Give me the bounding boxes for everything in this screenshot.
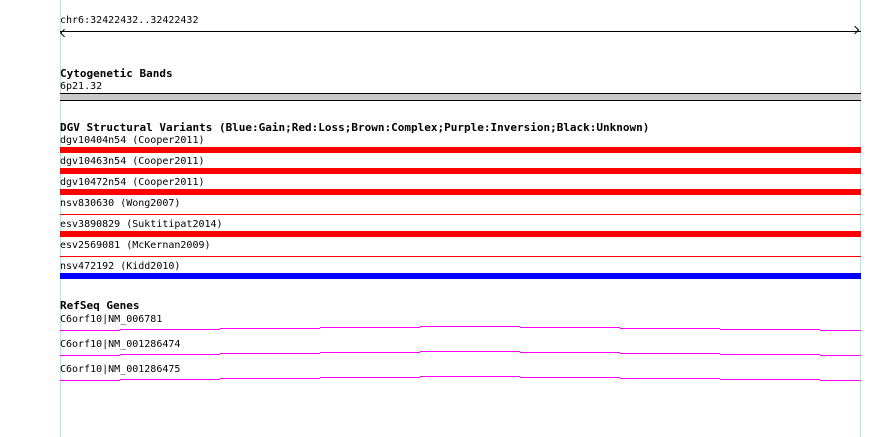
gene-segment[interactable] (420, 351, 520, 352)
gene-segment[interactable] (620, 378, 720, 379)
ruler-location: chr6:32422432..32422432 (60, 15, 199, 26)
dgv-item-label: dgv10463n54 (Cooper2011) (60, 156, 205, 167)
gene-segment[interactable] (220, 328, 320, 329)
dgv-item-label: nsv472192 (Kidd2010) (60, 261, 181, 272)
left-guide-line (60, 0, 61, 437)
dgv-item-label: dgv10404n54 (Cooper2011) (60, 135, 205, 146)
dgv-variant-line[interactable] (60, 214, 861, 215)
gene-label: C6orf10|NM_006781 (60, 314, 163, 325)
right-guide-line (860, 0, 861, 437)
gene-segment[interactable] (720, 379, 820, 380)
gene-segment[interactable] (320, 352, 420, 353)
cytoband-bar[interactable] (60, 93, 861, 101)
gene-segment[interactable] (820, 355, 861, 356)
gene-segment[interactable] (620, 353, 720, 354)
gene-segment[interactable] (820, 380, 861, 381)
gene-segment[interactable] (220, 353, 320, 354)
dgv-variant-bar[interactable] (60, 189, 861, 195)
dgv-item-label: nsv830630 (Wong2007) (60, 198, 181, 209)
dgv-variant-bar[interactable] (60, 231, 861, 237)
ruler-arrow (60, 31, 861, 32)
gene-label: C6orf10|NM_001286475 (60, 364, 181, 375)
gene-segment[interactable] (60, 380, 120, 381)
gene-segment[interactable] (120, 354, 220, 355)
dgv-variant-line[interactable] (60, 256, 861, 257)
gene-segment[interactable] (520, 377, 620, 378)
gene-segment[interactable] (720, 329, 820, 330)
gene-segment[interactable] (120, 379, 220, 380)
gene-segment[interactable] (620, 328, 720, 329)
gene-segment[interactable] (60, 330, 120, 331)
dgv-variant-bar[interactable] (60, 147, 861, 153)
dgv-variant-bar[interactable] (60, 168, 861, 174)
gene-label: C6orf10|NM_001286474 (60, 339, 181, 350)
gene-segment[interactable] (420, 326, 520, 327)
dgv-item-label: esv2569081 (McKernan2009) (60, 240, 211, 251)
gene-segment[interactable] (820, 330, 861, 331)
dgv-variant-bar[interactable] (60, 273, 861, 279)
right-arrow-icon (850, 25, 860, 35)
gene-segment[interactable] (520, 352, 620, 353)
gene-segment[interactable] (320, 377, 420, 378)
gene-segment[interactable] (420, 376, 520, 377)
gene-segment[interactable] (220, 378, 320, 379)
gene-segment[interactable] (320, 327, 420, 328)
dgv-item-label: esv3890829 (Suktitipat2014) (60, 219, 223, 230)
dgv-title: DGV Structural Variants (Blue:Gain;Red:L… (60, 121, 650, 134)
cytoband-label: 6p21.32 (60, 81, 103, 92)
gene-segment[interactable] (60, 355, 120, 356)
gene-segment[interactable] (520, 327, 620, 328)
gene-segment[interactable] (120, 329, 220, 330)
refseq-title: RefSeq Genes (60, 299, 140, 312)
gene-segment[interactable] (720, 354, 820, 355)
cytoband-title: Cytogenetic Bands (60, 67, 173, 80)
dgv-item-label: dgv10472n54 (Cooper2011) (60, 177, 205, 188)
